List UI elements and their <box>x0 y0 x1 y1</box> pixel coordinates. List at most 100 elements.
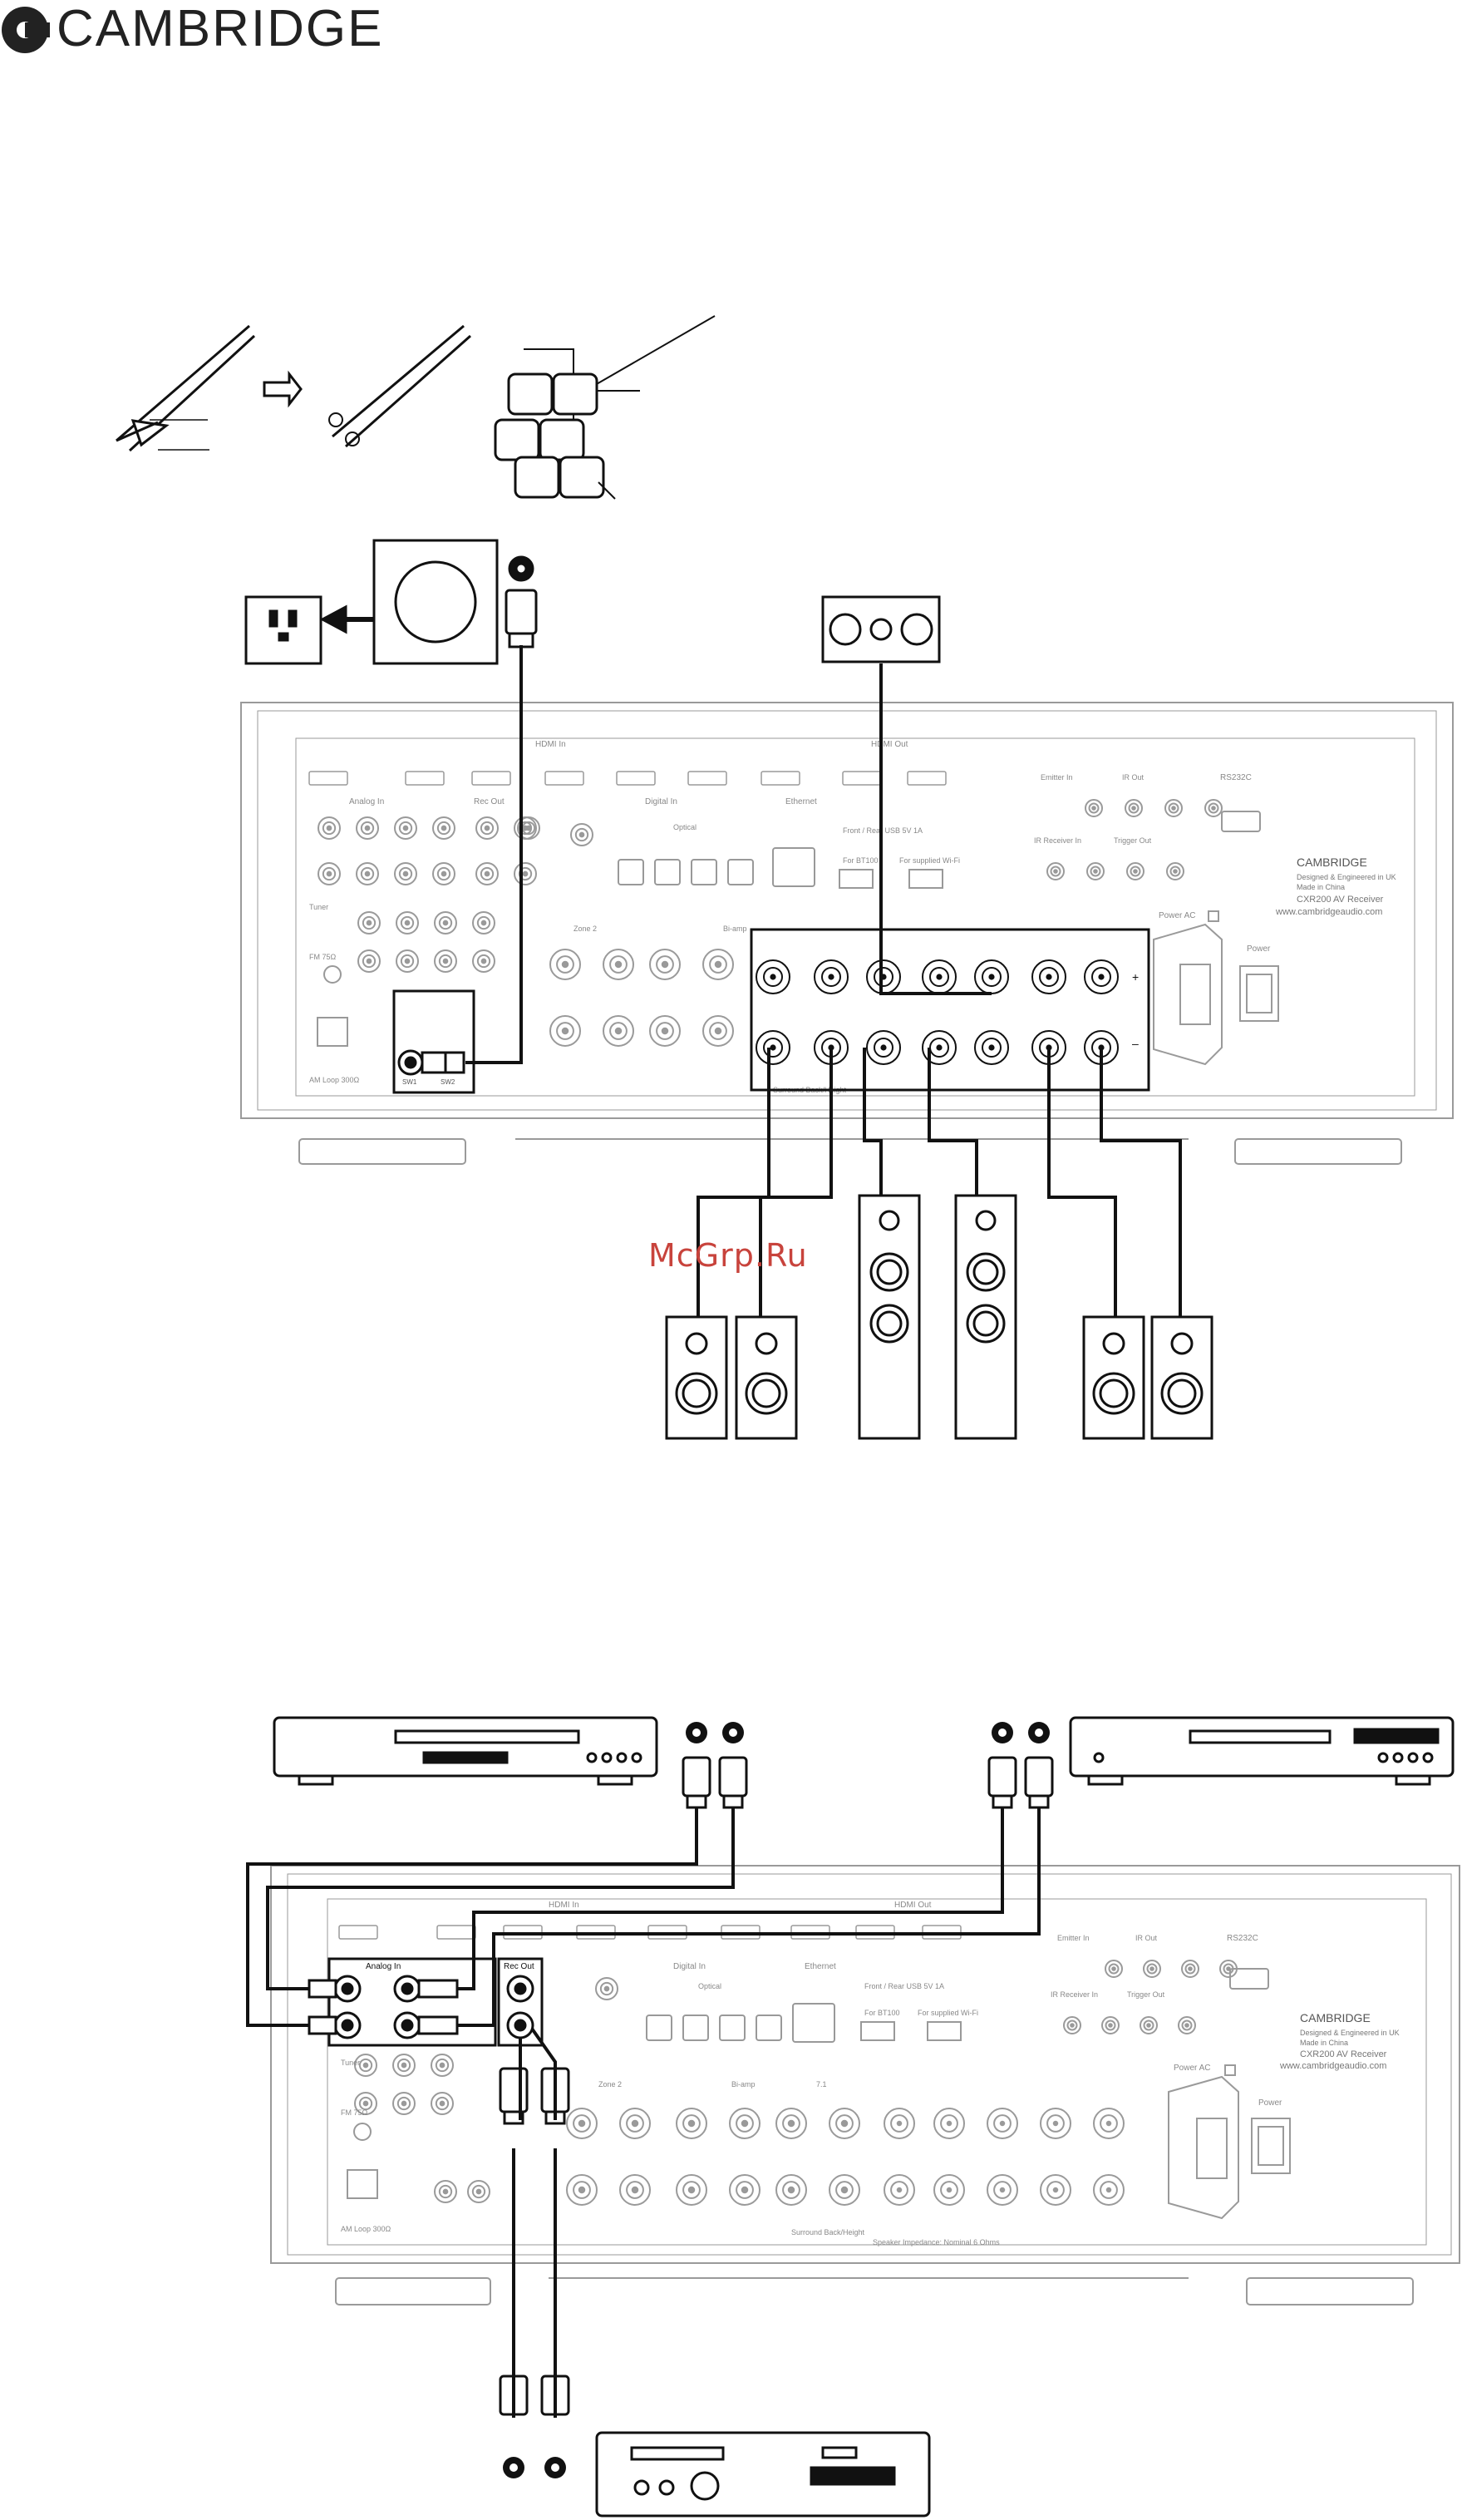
url-label-2: www.cambridgeaudio.com <box>1279 2061 1386 2071</box>
biamp-post <box>729 2174 761 2206</box>
rec-out-label-2: Rec Out <box>504 1962 534 1971</box>
speaker-post <box>1040 2174 1071 2206</box>
trigger-jack <box>1046 862 1065 880</box>
trigger-jack <box>1140 2016 1158 2034</box>
usb-port <box>839 869 874 889</box>
preout-jack <box>354 2054 377 2077</box>
sw2-label: SW2 <box>441 1078 455 1086</box>
trigger-jack <box>1101 2016 1120 2034</box>
sw1-label: SW1 <box>402 1078 417 1086</box>
analog-jack <box>356 816 379 840</box>
rs232c-label-2: RS232C <box>1227 1934 1258 1943</box>
zone2-post <box>603 949 634 980</box>
zone2-label: Zone 2 <box>573 925 597 933</box>
surround-back-label-2: Surround Back/Height <box>791 2228 865 2236</box>
am-terminal <box>347 2169 378 2199</box>
biamp-post <box>649 1015 681 1047</box>
brand-logo: CAMBRIDGE <box>0 0 432 58</box>
speakers <box>665 1194 1213 1440</box>
bt-label-2: For BT100 <box>864 2009 900 2017</box>
wifi-label: For supplied Wi-Fi <box>899 856 960 865</box>
ethernet-port <box>772 847 815 887</box>
brand-name: CAMBRIDGE <box>57 0 384 57</box>
trigger-jack <box>1086 862 1105 880</box>
seven-one-post <box>775 2174 807 2206</box>
analog-jack <box>432 862 455 885</box>
power-ac-label: Power AC <box>1159 911 1195 920</box>
fm-jack <box>353 2123 372 2141</box>
url-label: www.cambridgeaudio.com <box>1275 907 1382 917</box>
hdmi-port <box>907 771 947 786</box>
preout-jack <box>396 911 419 935</box>
ir-out-jack <box>1204 799 1223 817</box>
biamp-post <box>676 2108 707 2139</box>
ir-out-label-2: IR Out <box>1135 1934 1158 1942</box>
hdmi-port <box>308 771 348 786</box>
speaker-post <box>974 1030 1009 1065</box>
rs232c-label: RS232C <box>1220 773 1252 782</box>
receiver-logo: CAMBRIDGE <box>1297 856 1367 869</box>
analog-jack <box>318 862 341 885</box>
binding-post-icon <box>494 315 716 500</box>
trigger-jack <box>1178 2016 1196 2034</box>
ethernet-label-2: Ethernet <box>805 1962 836 1971</box>
trigger-jack <box>1166 862 1184 880</box>
recout-jack <box>475 862 499 885</box>
surround-right-speaker <box>1150 1315 1213 1440</box>
analog-in-label: Analog In <box>349 797 384 806</box>
speaker-impedance-label-2: Speaker Impedance: Nominal 6 Ohms <box>873 2238 1000 2246</box>
sub-rca-plug <box>397 1049 465 1076</box>
receiver-logo-2: CAMBRIDGE <box>1300 2011 1371 2024</box>
analog-in-plugs <box>308 1975 534 2039</box>
hdmi-in-label: HDMI In <box>535 740 566 749</box>
optical-port <box>756 2015 782 2041</box>
plus-label: + <box>1132 970 1139 984</box>
tuner-label: Tuner <box>309 903 328 911</box>
speaker-post <box>1031 959 1066 994</box>
designed-label-2: Designed & Engineered in UK <box>1300 2029 1400 2037</box>
rca-plug-center <box>1035 1728 1043 1737</box>
speaker-post <box>987 2174 1018 2206</box>
fm-label: FM 75Ω <box>309 953 337 961</box>
biamp-label: Bi-amp <box>723 925 747 933</box>
preout-jack <box>431 2054 454 2077</box>
usb-port <box>908 869 943 889</box>
sub-jack <box>467 2180 490 2203</box>
subwoofer-icon <box>372 539 499 665</box>
rca-plug-center <box>509 2463 518 2472</box>
ir-receiver-label-2: IR Receiver In <box>1051 1990 1098 1999</box>
ir-out-jack <box>1085 799 1103 817</box>
zone2-label-2: Zone 2 <box>598 2080 622 2088</box>
optical-port <box>654 859 681 885</box>
preout-jack <box>396 949 419 973</box>
speaker-post <box>933 2174 965 2206</box>
hdmi-port <box>687 771 727 786</box>
hdmi-out-label-2: HDMI Out <box>894 1901 932 1910</box>
rca-plug-body <box>682 1756 711 1798</box>
ethernet-port <box>792 2003 835 2043</box>
speaker-post <box>922 959 957 994</box>
emitter-label-2: Emitter In <box>1057 1934 1090 1942</box>
rca-plug-neck <box>722 1794 744 1809</box>
preout-jack <box>392 2092 416 2115</box>
source-player-icon <box>273 1716 658 1786</box>
preout-jack <box>357 911 381 935</box>
zone2-post <box>603 1015 634 1047</box>
speaker-post <box>1084 959 1119 994</box>
rca-plugs <box>499 1722 1054 2478</box>
watermark: McGrp.Ru <box>648 1237 808 1274</box>
analog-jack <box>394 862 417 885</box>
surround-left-speaker <box>1082 1315 1145 1440</box>
analog-jack <box>432 816 455 840</box>
optical-port <box>719 2015 746 2041</box>
biamp-post <box>702 949 734 980</box>
analog-in-label-2: Analog In <box>366 1962 401 1971</box>
speaker-post <box>884 2174 915 2206</box>
ir-out-jack <box>1164 799 1183 817</box>
ir-out-jack <box>1143 1960 1161 1978</box>
rec-out-label: Rec Out <box>474 797 505 806</box>
usb-text: Front / Rear USB 5V 1A <box>843 826 923 835</box>
usb-port <box>927 2021 962 2041</box>
optical-port <box>618 859 644 885</box>
biamp-post <box>729 2108 761 2139</box>
